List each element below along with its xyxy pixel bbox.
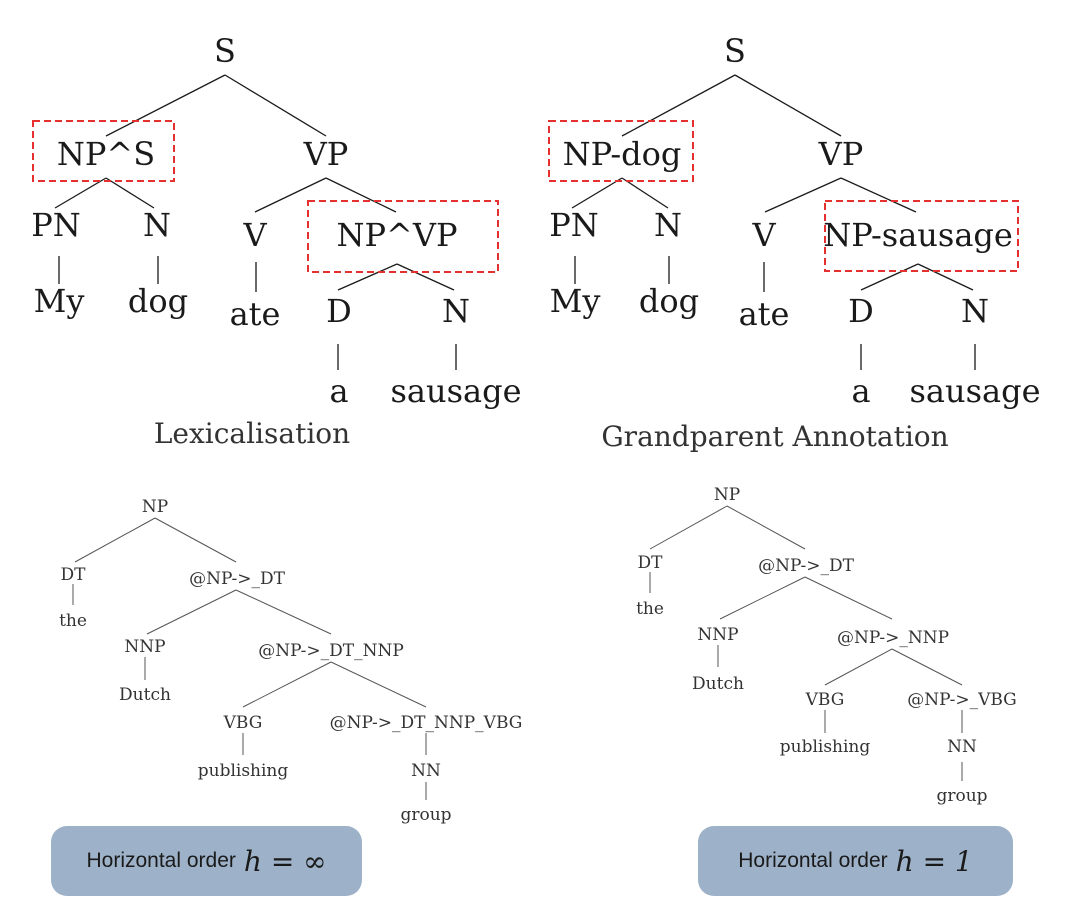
node-nn: NN <box>947 737 977 757</box>
leaf-word: a <box>329 372 348 410</box>
tree-edge <box>917 263 974 291</box>
tree-edge <box>804 576 893 620</box>
node-intermediate: @NP->_DT_NNP_VBG <box>330 713 523 733</box>
node-dt: DT <box>638 553 664 573</box>
node-n: N <box>143 206 171 244</box>
node-nn: NN <box>411 761 441 781</box>
leaf-word: My <box>550 282 601 320</box>
leaf-word: the <box>59 611 87 631</box>
leaf-word: ate <box>739 295 790 333</box>
leaf-word: My <box>34 282 85 320</box>
node-d: D <box>848 292 874 330</box>
tree-edge <box>396 263 455 291</box>
node-intermediate: @NP->_NNP <box>837 628 949 648</box>
badge-formula: h = ∞ <box>243 844 327 878</box>
node-intermediate: @NP->_DT <box>758 556 855 576</box>
leaf-word: sausage <box>909 372 1040 410</box>
leaf-word: a <box>851 372 870 410</box>
highlight-box <box>307 200 499 273</box>
tree-edge <box>571 177 623 209</box>
badge-formula: h = 1 <box>895 844 973 878</box>
node-np-annotated: NP^VP <box>337 216 458 254</box>
node-np: NP <box>714 485 740 505</box>
leaf-word: publishing <box>780 737 871 757</box>
node-np-annotated: NP^S <box>57 135 155 173</box>
node-n: N <box>654 206 682 244</box>
tree-edge <box>649 505 728 550</box>
node-n: N <box>961 292 989 330</box>
tree-edge <box>337 263 398 291</box>
tree-edge <box>734 74 842 137</box>
leaf-word: group <box>936 786 987 806</box>
node-n: N <box>442 292 470 330</box>
tree-edge <box>105 74 226 137</box>
tree-edge <box>764 177 842 213</box>
tree-edge <box>840 177 917 213</box>
tree-edge <box>242 661 332 708</box>
highlight-box <box>32 120 175 182</box>
node-np-annotated: NP-sausage <box>823 216 1013 254</box>
tree-edge <box>235 589 332 635</box>
leaf-word: ate <box>230 295 281 333</box>
horizontal-order-badge-one: Horizontal order h = 1 <box>698 826 1013 896</box>
node-s: S <box>724 32 746 70</box>
tree-caption: Grandparent Annotation <box>601 420 948 453</box>
leaf-word: group <box>400 805 451 825</box>
tree-edge <box>330 661 427 708</box>
badge-label: Horizontal order <box>86 849 236 872</box>
node-pn: PN <box>31 206 81 244</box>
highlight-box <box>548 120 694 182</box>
leaf-word: Dutch <box>692 674 744 694</box>
tree-edge <box>224 74 327 137</box>
tree-edge <box>891 648 963 686</box>
node-v: V <box>242 216 267 254</box>
node-intermediate: @NP->_DT <box>189 569 286 589</box>
lexicalisation-tree: S NP^S VP PN N V NP^VP My dog ate D N a … <box>31 32 521 450</box>
node-vp: VP <box>303 135 349 173</box>
grandparent-tree: S NP-dog VP PN N V NP-sausage My dog ate… <box>548 32 1041 453</box>
highlight-box <box>824 200 1019 272</box>
leaf-word: dog <box>639 282 699 320</box>
node-np: NP <box>142 497 168 517</box>
tree-edge <box>860 263 919 291</box>
node-v: V <box>751 216 776 254</box>
node-nnp: NNP <box>697 625 738 645</box>
tree-edge <box>254 177 327 213</box>
node-s: S <box>214 32 236 70</box>
leaf-word: Dutch <box>119 685 171 705</box>
leaf-word: dog <box>128 282 188 320</box>
node-nnp: NNP <box>124 637 165 657</box>
tree-edge <box>74 517 156 563</box>
leaf-word: publishing <box>198 761 289 781</box>
node-intermediate: @NP->_DT_NNP <box>258 641 404 661</box>
tree-edge <box>105 177 155 209</box>
node-vbg: VBG <box>805 690 845 710</box>
leaf-word: the <box>636 599 664 619</box>
badge-label: Horizontal order <box>738 849 888 872</box>
horizontal-order-badge-infinity: Horizontal order h = ∞ <box>51 826 362 896</box>
binarized-tree-h-one: NP DT @NP->_DT the NNP @NP->_NNP Dutch V… <box>636 485 1017 806</box>
tree-edge <box>54 177 107 209</box>
tree-edge <box>719 576 806 620</box>
tree-edge <box>146 589 237 635</box>
tree-edge <box>621 177 669 209</box>
tree-edge <box>621 74 736 137</box>
node-vbg: VBG <box>223 713 263 733</box>
node-intermediate: @NP->_VBG <box>907 690 1017 710</box>
node-pn: PN <box>549 206 599 244</box>
node-vp: VP <box>818 135 864 173</box>
tree-edge <box>726 505 806 550</box>
node-dt: DT <box>61 565 87 585</box>
node-np-annotated: NP-dog <box>563 135 682 173</box>
tree-edge <box>325 177 397 213</box>
binarized-tree-h-infinity: NP DT @NP->_DT the NNP @NP->_DT_NNP Dutc… <box>59 497 522 825</box>
tree-edge <box>154 517 237 563</box>
tree-edge <box>824 648 893 686</box>
leaf-word: sausage <box>390 372 521 410</box>
node-d: D <box>326 292 352 330</box>
tree-caption: Lexicalisation <box>154 417 350 450</box>
